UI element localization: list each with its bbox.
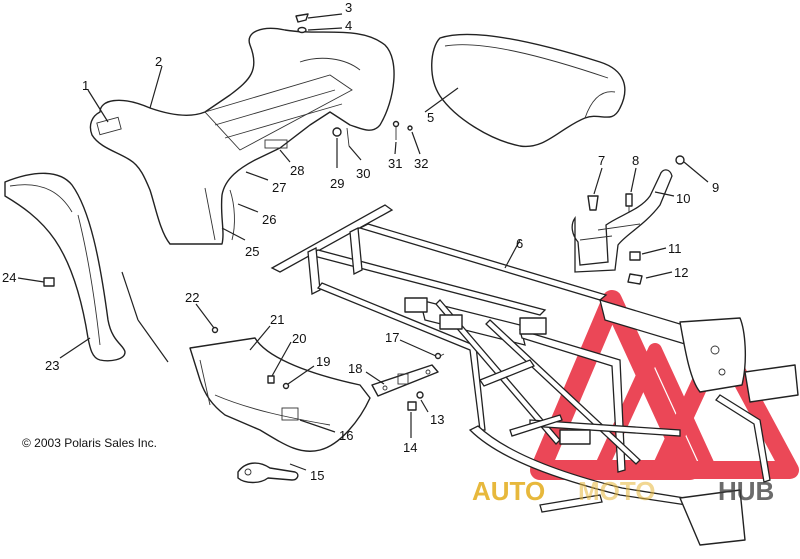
frame-part xyxy=(270,204,799,546)
callout-3: 3 xyxy=(345,0,352,15)
callout-11: 11 xyxy=(668,241,682,256)
callout-32: 32 xyxy=(414,156,428,171)
callout-12: 12 xyxy=(674,265,688,280)
callout-13: 13 xyxy=(430,412,444,427)
fender-flare-part xyxy=(4,172,126,362)
footwell-panel-part xyxy=(189,337,371,452)
callout-15: 15 xyxy=(310,468,324,483)
watermark-auto: AUTO xyxy=(472,476,545,506)
callout-7: 7 xyxy=(598,153,605,168)
callout-16: 16 xyxy=(339,428,353,443)
callout-14: 14 xyxy=(403,440,417,455)
callout-17: 17 xyxy=(385,330,399,345)
callout-20: 20 xyxy=(292,331,306,346)
watermark-text: AUTO MOTO HUB xyxy=(472,476,774,506)
support-bar-part xyxy=(571,169,673,273)
callout-26: 26 xyxy=(262,212,276,227)
callout-31: 31 xyxy=(388,156,402,171)
callout-8: 8 xyxy=(632,153,639,168)
bracket-part xyxy=(237,462,299,484)
callout-10: 10 xyxy=(676,191,690,206)
watermark-hub: HUB xyxy=(718,476,774,506)
mount-plate-part xyxy=(371,364,439,397)
watermark-logo xyxy=(530,290,799,480)
callout-2: 2 xyxy=(155,54,162,69)
callout-22: 22 xyxy=(185,290,199,305)
callout-labels: 1 2 3 4 5 6 7 8 9 10 11 12 13 14 15 16 1… xyxy=(2,0,719,483)
leader-lines xyxy=(17,13,709,471)
callout-29: 29 xyxy=(330,176,344,191)
callout-18: 18 xyxy=(348,361,362,376)
callout-28: 28 xyxy=(290,163,304,178)
callout-6: 6 xyxy=(516,236,523,251)
watermark-moto: MOTO xyxy=(578,476,656,506)
callout-23: 23 xyxy=(45,358,59,373)
callout-24: 24 xyxy=(2,270,16,285)
callout-9: 9 xyxy=(712,180,719,195)
seat-part xyxy=(431,33,626,148)
callout-27: 27 xyxy=(272,180,286,195)
callout-5: 5 xyxy=(427,110,434,125)
callout-30: 30 xyxy=(356,166,370,181)
rear-fender-part xyxy=(89,27,395,245)
callout-19: 19 xyxy=(316,354,330,369)
callout-1: 1 xyxy=(82,78,89,93)
callout-4: 4 xyxy=(345,18,352,33)
callout-25: 25 xyxy=(245,244,259,259)
copyright-notice: © 2003 Polaris Sales Inc. xyxy=(22,436,157,450)
callout-21: 21 xyxy=(270,312,284,327)
